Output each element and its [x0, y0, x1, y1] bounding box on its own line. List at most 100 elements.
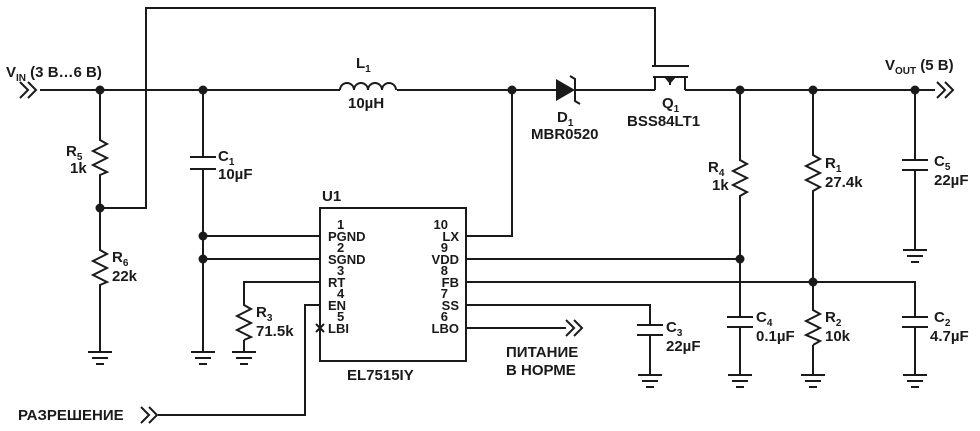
- capacitor-c2: C2 4.7µF: [902, 309, 969, 388]
- ic-body: [319, 207, 467, 362]
- pin-name-en: EN: [328, 298, 346, 313]
- resistor-icon: [730, 155, 750, 200]
- ic-u1: U1 EL7515IY 1 2 3 4 5 PGND SGND RT EN LB…: [315, 188, 467, 384]
- enable-arrow-icon: [140, 406, 159, 424]
- r3-value: 71.5k: [256, 323, 294, 340]
- resistor-icon: [90, 245, 110, 288]
- pin-number: 7: [441, 286, 448, 301]
- mosfet-q1: Q1 BSS84LT1: [627, 65, 700, 130]
- resistor-icon: [803, 150, 823, 195]
- pin-name-lx: LX: [442, 229, 459, 244]
- ground-icon: [801, 374, 825, 388]
- r6-ref: R6: [112, 249, 129, 269]
- ground-icon: [728, 374, 752, 388]
- inductor-l1: L1 10µH: [339, 55, 397, 112]
- ground-icon: [638, 374, 662, 388]
- capacitor-c4: C4 0.1µF: [727, 309, 795, 388]
- junction-dots: [95, 85, 920, 287]
- pin-name-pgnd: PGND: [328, 229, 366, 244]
- ic-part: EL7515IY: [347, 367, 414, 384]
- q1-part: BSS84LT1: [627, 113, 700, 130]
- r1-value: 27.4k: [825, 174, 863, 191]
- pin-name-lbo: LBO: [432, 321, 459, 336]
- l1-value: 10µH: [348, 95, 384, 112]
- ground-icon: [903, 374, 927, 388]
- c2-ref: C2: [934, 309, 951, 329]
- c3-value: 22µF: [666, 338, 701, 355]
- resistor-icon: [803, 305, 823, 346]
- c5-value: 22µF: [934, 172, 969, 189]
- diode-d1: D1 MBR0520: [531, 75, 599, 143]
- q1-ref: Q1: [662, 95, 680, 115]
- c1-ref: C1: [218, 148, 235, 168]
- r2-ref: R2: [825, 309, 842, 329]
- resistor-r4: R4 1k: [708, 155, 750, 200]
- r2-value: 10k: [825, 328, 851, 345]
- pin-number: 1: [337, 217, 344, 232]
- ground-icon: [191, 351, 215, 365]
- vout-arrow-icon: [936, 81, 955, 99]
- vin-input: VIN (3 В…6 В): [6, 64, 102, 99]
- pin-number: 10: [434, 217, 448, 232]
- pin-name-lbi: LBI: [328, 321, 349, 336]
- power-good-output: ПИТАНИЕ В НОРМЕ: [506, 319, 584, 379]
- pin-name-fb: FB: [442, 275, 459, 290]
- pin-name-vdd: VDD: [432, 252, 459, 267]
- r3-ref: R3: [256, 304, 273, 324]
- power-good-arrow-icon: [565, 319, 584, 337]
- pin-number: 9: [441, 240, 448, 255]
- capacitor-icon: [190, 156, 216, 170]
- enable-input: РАЗРЕШЕНИЕ: [18, 406, 159, 424]
- l1-ref: L1: [356, 55, 371, 75]
- capacitor-icon: [902, 316, 928, 328]
- pin-number: 6: [441, 309, 448, 324]
- r4-value: 1k: [712, 177, 729, 194]
- c3-ref: C3: [666, 319, 683, 339]
- ground-icon: [232, 351, 256, 365]
- r5-ref: R5: [66, 143, 83, 163]
- c4-value: 0.1µF: [756, 328, 795, 345]
- capacitor-icon: [637, 324, 663, 336]
- capacitor-icon: [727, 316, 753, 328]
- capacitor-c1: C1 10µF: [190, 148, 253, 365]
- ic-ref: U1: [322, 188, 341, 205]
- c4-ref: C4: [756, 309, 773, 329]
- no-connect-icon: [315, 323, 325, 333]
- capacitor-c5: C5 22µF: [902, 153, 969, 263]
- r5-value: 1k: [70, 160, 87, 177]
- power-good-line1: ПИТАНИЕ: [506, 344, 578, 361]
- resistor-icon: [234, 300, 254, 341]
- resistor-r6: R6 22k: [88, 245, 138, 365]
- ground-icon: [88, 351, 112, 365]
- r6-value: 22k: [112, 268, 138, 285]
- r1-ref: R1: [825, 155, 842, 175]
- pin-number: 4: [337, 286, 345, 301]
- pin-name-ss: SS: [442, 298, 460, 313]
- vin-arrow-icon: [19, 81, 38, 99]
- capacitor-c3: C3 22µF: [637, 319, 701, 388]
- resistor-icon: [90, 135, 110, 178]
- power-good-line2: В НОРМЕ: [506, 362, 576, 379]
- r4-ref: R4: [708, 159, 725, 179]
- inductor-icon: [339, 82, 397, 91]
- resistor-r5: R5 1k: [66, 135, 110, 178]
- pin-name-sgnd: SGND: [328, 252, 366, 267]
- resistor-r2: R2 10k: [801, 305, 851, 388]
- resistor-r3: R3 71.5k: [232, 300, 294, 365]
- vout-label: VOUT (5 В): [885, 57, 954, 77]
- pin-number: 8: [441, 263, 448, 278]
- diode-icon: [556, 79, 575, 101]
- mosfet-arrow-icon: [664, 77, 676, 84]
- resistor-r1: R1 27.4k: [803, 150, 863, 195]
- c2-value: 4.7µF: [930, 328, 969, 345]
- pin-name-rt: RT: [328, 275, 345, 290]
- c5-ref: C5: [934, 153, 951, 173]
- vout-output: VOUT (5 В): [885, 57, 955, 99]
- ground-icon: [903, 249, 927, 263]
- pin-number: 5: [337, 309, 344, 324]
- pin-number: 3: [337, 263, 344, 278]
- enable-label: РАЗРЕШЕНИЕ: [18, 407, 124, 424]
- pin-number: 2: [337, 240, 344, 255]
- capacitor-icon: [902, 159, 928, 171]
